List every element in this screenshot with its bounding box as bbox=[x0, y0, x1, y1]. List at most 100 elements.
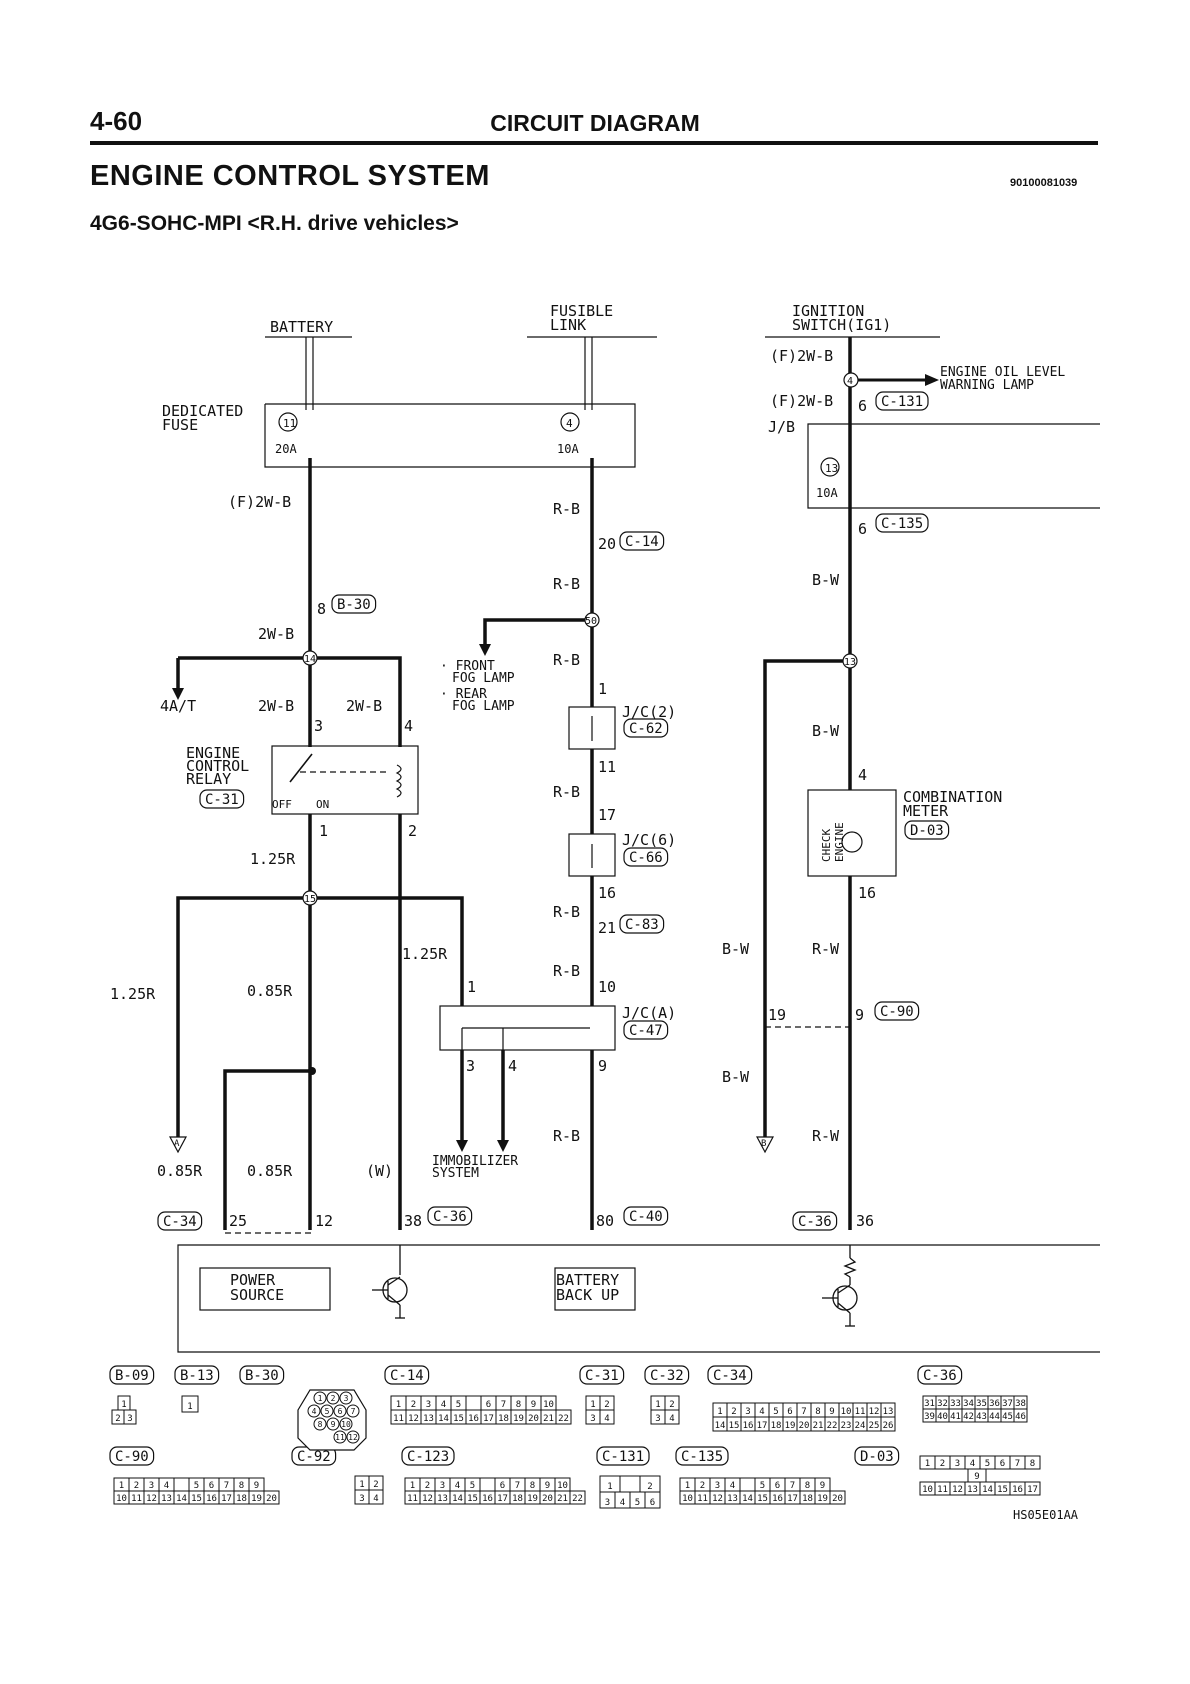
b09-top: 1 bbox=[117, 1395, 131, 1411]
pin-number: 2 bbox=[647, 1482, 652, 1492]
wire-label: R-B bbox=[553, 1127, 580, 1145]
pin-number: 13 bbox=[161, 1494, 172, 1504]
pin-number: 19 bbox=[817, 1494, 828, 1504]
connector-label: C-36 bbox=[433, 1209, 467, 1225]
pin-number: 11 bbox=[393, 1414, 404, 1424]
pin-number: 7 bbox=[515, 1481, 520, 1491]
pinout-title: C-123 bbox=[401, 1446, 455, 1466]
node-label: 13 bbox=[844, 657, 856, 668]
jb-label: J/B bbox=[768, 418, 795, 436]
pin-number: 12 bbox=[408, 1414, 419, 1424]
pin-label: 4 bbox=[858, 766, 867, 784]
pin-number: 21 bbox=[813, 1421, 824, 1431]
junction-circles bbox=[169, 372, 859, 1154]
pinout-title: C-32 bbox=[644, 1365, 690, 1385]
connector-b30-label: B-30 bbox=[331, 594, 377, 614]
pin-number: 2 bbox=[669, 1400, 674, 1410]
pin-number: 18 bbox=[802, 1494, 813, 1504]
pin-number: 4 bbox=[730, 1481, 735, 1491]
pin-label: 10 bbox=[598, 978, 616, 996]
combination-label-2: METER bbox=[903, 802, 949, 820]
pin-number: 10 bbox=[543, 1400, 554, 1410]
connector-c34-label: C-34 bbox=[157, 1211, 203, 1231]
connector-name: C-31 bbox=[585, 1368, 619, 1384]
rear-fog-label-2: FOG LAMP bbox=[452, 699, 515, 714]
pin-number: 17 bbox=[1027, 1485, 1038, 1495]
combination-label-1: COMBINATION bbox=[903, 788, 1002, 806]
pin-number: 4 bbox=[620, 1498, 625, 1508]
pin-number: 3 bbox=[344, 1394, 349, 1403]
pin-number: 33 bbox=[950, 1399, 961, 1409]
fuse-4-label: 4 bbox=[566, 417, 573, 430]
wire-label: 0.85R bbox=[247, 982, 293, 1000]
pin-number: 2 bbox=[604, 1400, 609, 1410]
pin-number: 8 bbox=[1030, 1459, 1035, 1469]
pin-number: 14 bbox=[982, 1485, 993, 1495]
pin-number: 2 bbox=[331, 1394, 336, 1403]
pin-number: 16 bbox=[772, 1494, 783, 1504]
connector-label: C-34 bbox=[163, 1214, 197, 1230]
b13-pins: 1 bbox=[181, 1395, 199, 1413]
power-source-label-2: SOURCE bbox=[230, 1286, 284, 1304]
wire-label: R-B bbox=[553, 575, 580, 593]
pin-number: 3 bbox=[359, 1494, 364, 1504]
node-label: 15 bbox=[304, 894, 316, 905]
arrowheads-and-dots bbox=[172, 374, 939, 1152]
connector-c83-label: C-83 bbox=[619, 914, 665, 934]
pin-label: 38 bbox=[404, 1212, 422, 1230]
pin-number: 19 bbox=[251, 1494, 262, 1504]
pin-number: 7 bbox=[501, 1400, 506, 1410]
pin-number: 14 bbox=[742, 1494, 753, 1504]
pin-number: 3 bbox=[715, 1481, 720, 1491]
pin-number: 22 bbox=[827, 1421, 838, 1431]
pin-number: 9 bbox=[254, 1481, 259, 1491]
pin-number: 18 bbox=[771, 1421, 782, 1431]
connector-d03-label: D-03 bbox=[904, 820, 950, 840]
pin-number: 5 bbox=[325, 1407, 330, 1416]
fuse-13-label: 13 bbox=[825, 462, 838, 475]
power-source-label-1: POWER bbox=[230, 1271, 276, 1289]
pin-label: 17 bbox=[598, 806, 616, 824]
pin-number: 21 bbox=[543, 1414, 554, 1424]
connector-label: C-31 bbox=[205, 792, 239, 808]
engine-oil-label-1: ENGINE OIL LEVEL bbox=[940, 365, 1065, 380]
wire-label: (F)2W-B bbox=[770, 392, 833, 410]
pin-label: 25 bbox=[229, 1212, 247, 1230]
pin-number: 12 bbox=[712, 1494, 723, 1504]
pin-number: 11 bbox=[335, 1433, 345, 1442]
pin-number: 26 bbox=[883, 1421, 894, 1431]
pin-number: 11 bbox=[937, 1485, 948, 1495]
page-subtitle: 4G6-SOHC-MPI <R.H. drive vehicles> bbox=[90, 212, 459, 235]
connector-c135-label: C-135 bbox=[875, 513, 929, 533]
wire-label: R-B bbox=[553, 651, 580, 669]
connector-c36-label: C-36 bbox=[427, 1206, 473, 1226]
pin-number: 9 bbox=[974, 1472, 979, 1482]
pin-number: 10 bbox=[557, 1481, 568, 1491]
node-label: 4 bbox=[847, 376, 853, 387]
pin-number: 13 bbox=[883, 1407, 894, 1417]
doc-number: 90100081039 bbox=[1010, 177, 1078, 189]
wire-label: 0.85R bbox=[157, 1162, 203, 1180]
pin-number: 18 bbox=[498, 1414, 509, 1424]
pin-number: 40 bbox=[937, 1412, 948, 1422]
pin-number: 1 bbox=[925, 1459, 930, 1469]
connector-label: C-36 bbox=[798, 1214, 832, 1230]
pin-number: 16 bbox=[468, 1414, 479, 1424]
connector-label: C-66 bbox=[629, 850, 663, 866]
pin-number: 20 bbox=[528, 1414, 539, 1424]
jc6-label: J/C(6) bbox=[622, 831, 676, 849]
pin-number: 15 bbox=[757, 1494, 768, 1504]
wires bbox=[176, 337, 925, 1230]
jca-label: J/C(A) bbox=[622, 1004, 676, 1022]
wire-label: B-W bbox=[812, 571, 840, 589]
pin-label: 4 bbox=[404, 717, 413, 735]
connector-label: C-14 bbox=[625, 534, 659, 550]
